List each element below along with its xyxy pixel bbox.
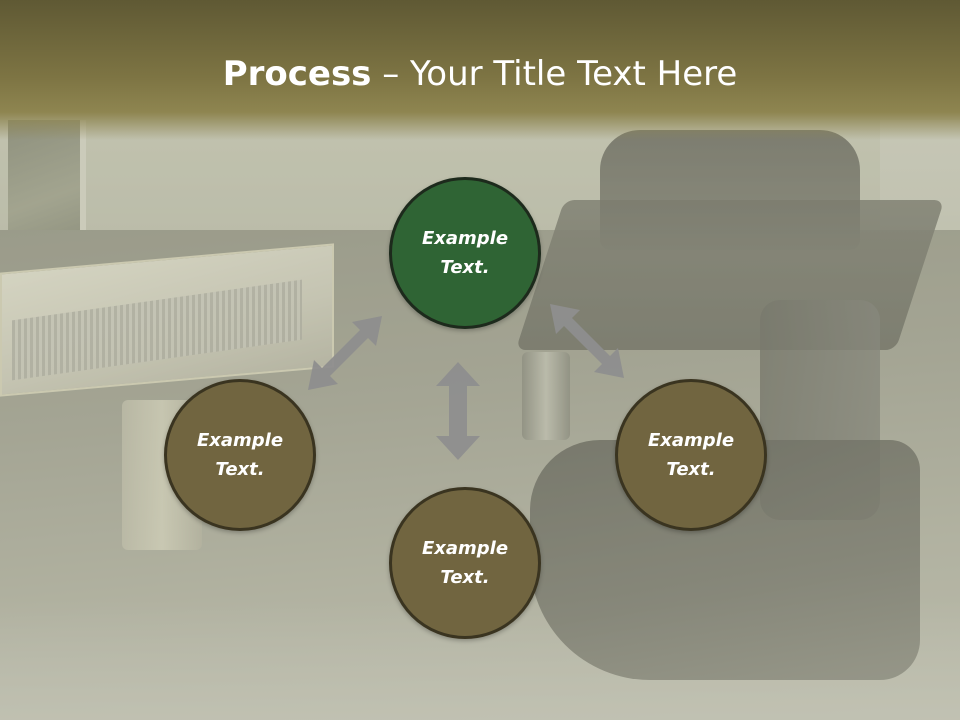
- double-arrow-right-icon[interactable]: [550, 304, 624, 378]
- double-arrow-vertical-icon[interactable]: [436, 362, 480, 460]
- double-arrow-left-icon[interactable]: [308, 316, 382, 390]
- slide-title[interactable]: Process – Your Title Text Here: [0, 52, 960, 96]
- node-right-label: Example Text.: [647, 430, 735, 480]
- title-rest: – Your Title Text Here: [371, 54, 738, 94]
- node-bottom-label: Example Text.: [421, 538, 509, 588]
- title-bold: Process: [222, 54, 372, 94]
- node-right[interactable]: Example Text.: [615, 379, 767, 531]
- node-left-label: Example Text.: [196, 430, 284, 480]
- node-bottom[interactable]: Example Text.: [389, 487, 541, 639]
- node-top-label: Example Text.: [421, 228, 509, 278]
- title-band: [0, 0, 960, 140]
- background-tube: [522, 352, 570, 440]
- node-left[interactable]: Example Text.: [164, 379, 316, 531]
- node-top[interactable]: Example Text.: [389, 177, 541, 329]
- background-microscope-head: [600, 130, 860, 250]
